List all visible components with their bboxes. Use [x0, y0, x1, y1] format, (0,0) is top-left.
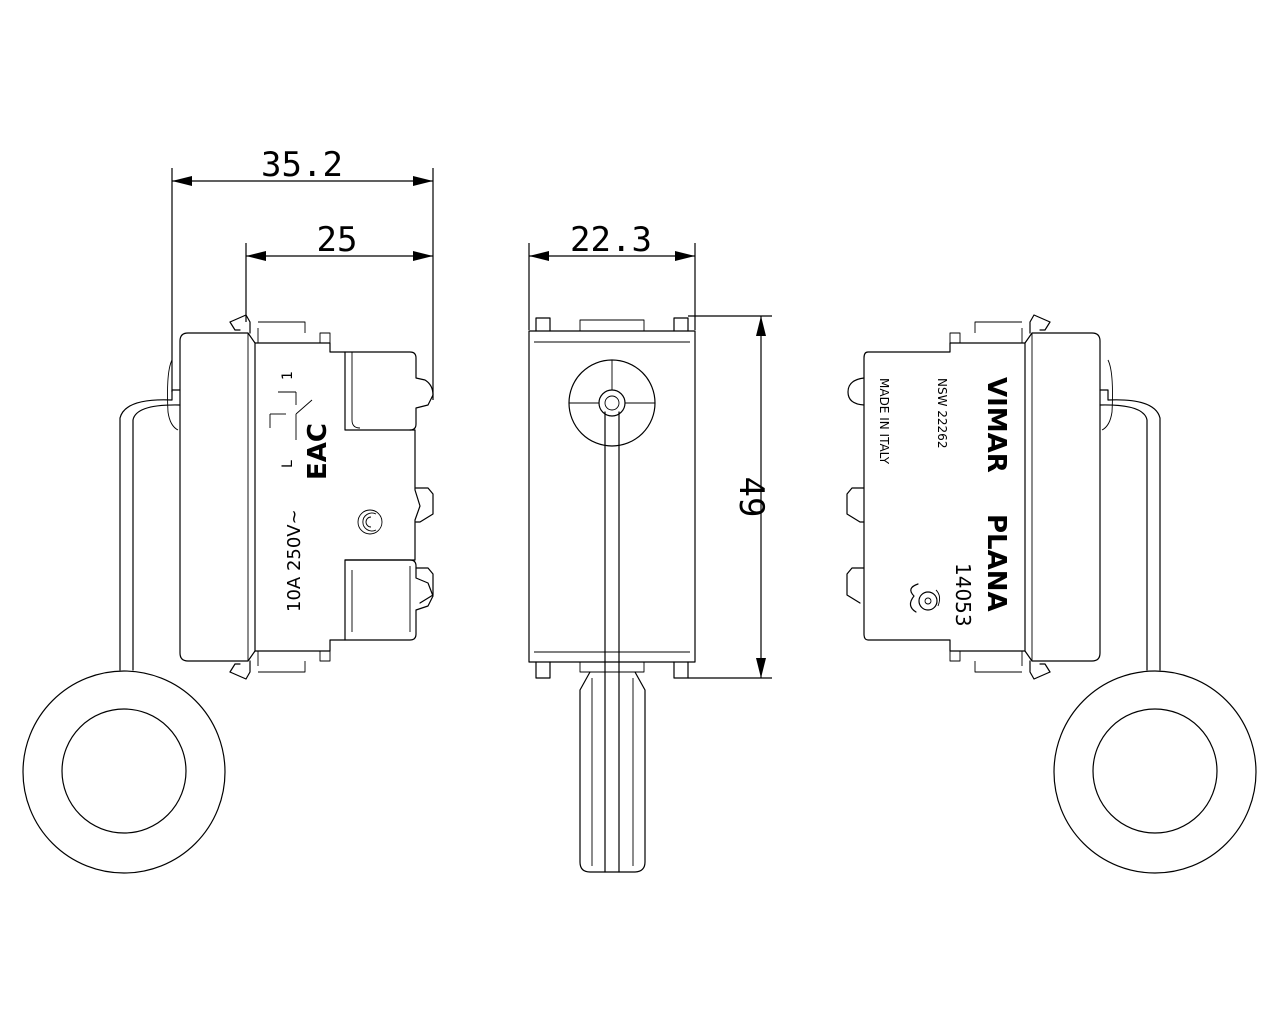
certification-mark: EAC [303, 423, 333, 480]
dimension-module-height: 49 [688, 315, 772, 679]
dimension-label-22-3: 22.3 [570, 220, 652, 260]
rating-label: 10A 250V~ [284, 509, 305, 612]
approval-icon [357, 509, 383, 535]
dimension-label-35-2: 35.2 [261, 145, 343, 185]
front-view: 22.3 49 [528, 220, 772, 873]
dimension-overall-depth: 35.2 [171, 145, 434, 400]
series-label: PLANA [981, 514, 1011, 612]
standard-label: NSW 22262 [935, 378, 949, 448]
dimension-label-25: 25 [317, 220, 358, 260]
left-side-view: 35.2 25 [22, 145, 434, 874]
right-ring-inner [1092, 708, 1218, 834]
left-ring-inner [61, 708, 187, 834]
left-ring-outer [22, 670, 226, 874]
switch-symbol: 1 L [269, 371, 313, 468]
terminal-label-L: L [280, 460, 296, 468]
right-ring-outer [1053, 670, 1257, 874]
dimension-body-depth: 25 [245, 220, 433, 322]
terminal-label-1: 1 [280, 371, 296, 380]
origin-label: MADE IN ITALY [877, 378, 891, 465]
right-side-view: VIMAR PLANA 14053 NSW 22262 MADE IN ITAL… [846, 314, 1257, 874]
brand-label: VIMAR [981, 377, 1011, 473]
vimar-logo-icon [909, 583, 941, 613]
product-code: 14053 [951, 563, 975, 627]
dimension-module-width: 22.3 [528, 220, 696, 330]
dimension-label-49: 49 [731, 477, 771, 518]
